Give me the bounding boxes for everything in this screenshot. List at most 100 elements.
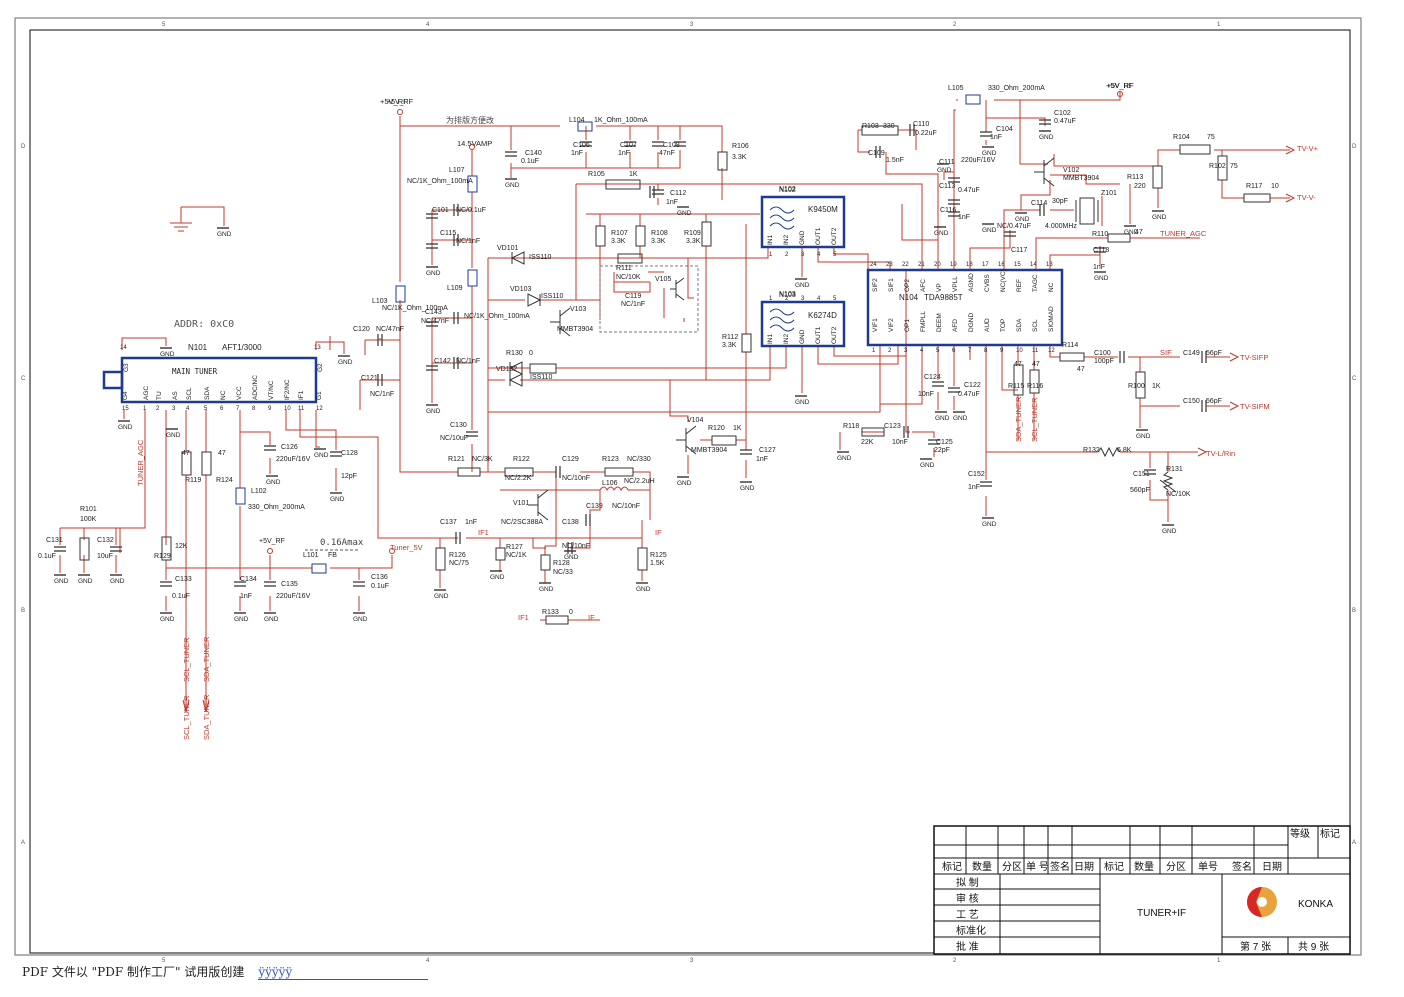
component-label: 47 xyxy=(1077,366,1085,373)
net-sda-tuner-a: SDA_TUNER xyxy=(202,636,211,682)
pin-number: 7 xyxy=(236,406,240,412)
tb-header-cell: 数量 xyxy=(1134,860,1154,873)
component-label: 1nF xyxy=(240,593,252,600)
pin-number: 16 xyxy=(998,262,1005,268)
pin-number: 12 xyxy=(316,406,323,412)
pin-number: 10 xyxy=(1016,348,1023,354)
component-label: C102 xyxy=(1054,110,1071,117)
component-label: 330 xyxy=(883,123,895,130)
capacitor xyxy=(875,146,881,158)
tb-role-cell: 工 艺 xyxy=(956,909,979,921)
component-label: C107 xyxy=(620,142,637,149)
net-sda-tuner-c: SDA_TUNER xyxy=(1014,396,1023,442)
net-5vrf-a: +5V_RF xyxy=(380,97,408,106)
resistor-r130 xyxy=(529,363,557,374)
pin-number: 1 xyxy=(769,252,773,258)
capacitor xyxy=(426,213,438,219)
gnd-label: GND xyxy=(937,167,952,174)
resistor-r127 xyxy=(495,547,506,561)
component-label: NC/10nF xyxy=(562,475,590,482)
transistor-v101 xyxy=(528,489,549,521)
component-label: C132 xyxy=(97,537,114,544)
border-col-label: 2 xyxy=(953,958,957,964)
net-tvv-plus: TV-V+ xyxy=(1297,144,1319,153)
net-scl-tuner-a: SCL_TUNER xyxy=(182,637,191,682)
pin-number: 11 xyxy=(298,406,305,412)
border-row-label: B xyxy=(1352,608,1356,614)
resistor-r115 xyxy=(1013,364,1024,396)
pin-number: 11 xyxy=(1032,348,1039,354)
component-label: C135 xyxy=(281,581,298,588)
component-label: R125 xyxy=(650,552,667,559)
gnd-label: GND xyxy=(1094,275,1109,282)
component-label: R121 xyxy=(448,456,465,463)
resistor-r116 xyxy=(1029,369,1040,394)
component-label: 75 xyxy=(1207,134,1215,141)
capacitor xyxy=(1004,231,1016,237)
ic-n103-part: K6274D xyxy=(808,311,837,320)
component-label: R100 xyxy=(1128,383,1145,390)
capacitor xyxy=(928,439,940,445)
pin-number: 12 xyxy=(1048,348,1055,354)
saw-filter-glyphs xyxy=(769,206,795,332)
pin-name: AFD xyxy=(952,319,959,332)
component-label: 1nF xyxy=(990,134,1002,141)
resistor-r128 xyxy=(540,554,551,571)
tb-role-cell: 标准化 xyxy=(956,924,986,937)
gnd-symbol: GND xyxy=(110,574,125,585)
tb-title: TUNER+IF xyxy=(1137,908,1186,919)
net-if1-b: IF1 xyxy=(518,613,529,622)
component-label: R131 xyxy=(1166,466,1183,473)
ferrite-l105 xyxy=(965,94,981,105)
component-label: C127 xyxy=(759,447,776,454)
gnd-label: GND xyxy=(110,578,125,585)
resistor-r105 xyxy=(605,179,641,190)
net-sda-tuner-b: SDA_TUNER xyxy=(202,694,211,740)
component-label: C139 xyxy=(586,503,603,510)
resistor-r129 xyxy=(161,536,172,561)
component-label: +5V_RF xyxy=(387,99,413,106)
gnd-symbol: GND xyxy=(795,395,810,406)
component-label: L102 xyxy=(251,488,267,495)
component-label: R104 xyxy=(1173,134,1190,141)
component-label: 0.1uF xyxy=(521,158,539,165)
component-label: C100 xyxy=(1094,350,1111,357)
tb-header-cell: 数量 xyxy=(972,860,992,873)
component-label: C120 xyxy=(353,326,370,333)
tb-role-cell: 批 准 xyxy=(956,940,979,953)
gnd-symbol: GND xyxy=(937,163,952,174)
gnd-label: GND xyxy=(1124,229,1139,236)
component-label: 3.3K xyxy=(686,238,701,245)
capacitor xyxy=(466,431,478,437)
component-label: VD102 xyxy=(496,366,518,373)
pin-number: 3 xyxy=(801,296,805,302)
component-label: L106 xyxy=(602,480,618,487)
component-label: 10uF xyxy=(97,553,113,560)
resistor-r109 xyxy=(701,221,712,247)
gnd-symbol: GND xyxy=(1152,210,1167,221)
vertical-net-labels: TUNER_AGC SCL_TUNER SDA_TUNER SCL_TUNER … xyxy=(136,396,1039,740)
component-label: C115 xyxy=(440,230,456,237)
resistor-r103 xyxy=(861,125,899,136)
component-label: 56pF xyxy=(1206,398,1222,405)
border-row-label: C xyxy=(21,376,26,382)
footer-link[interactable]: ÿÿÿÿÿ xyxy=(258,965,429,980)
pin-number: 13 xyxy=(314,345,321,351)
component-label: C131 xyxy=(46,537,63,544)
component-label: NC/1nF xyxy=(456,238,480,245)
component-label: 220uF/16V xyxy=(276,456,311,463)
gnd-label: GND xyxy=(434,593,449,600)
gnd-symbol: GND xyxy=(740,481,755,492)
capacitor xyxy=(377,374,383,386)
pin-name: TU xyxy=(156,391,163,400)
pin-number: 21 xyxy=(918,262,925,268)
note-cn: 为排版方便改 xyxy=(446,115,494,125)
resistor-r112 xyxy=(741,333,752,353)
component-label: R103 xyxy=(862,123,879,130)
pin-number: 14 xyxy=(120,345,127,351)
pin-number: 5 xyxy=(833,252,837,258)
net-if-b: IF xyxy=(588,613,595,622)
